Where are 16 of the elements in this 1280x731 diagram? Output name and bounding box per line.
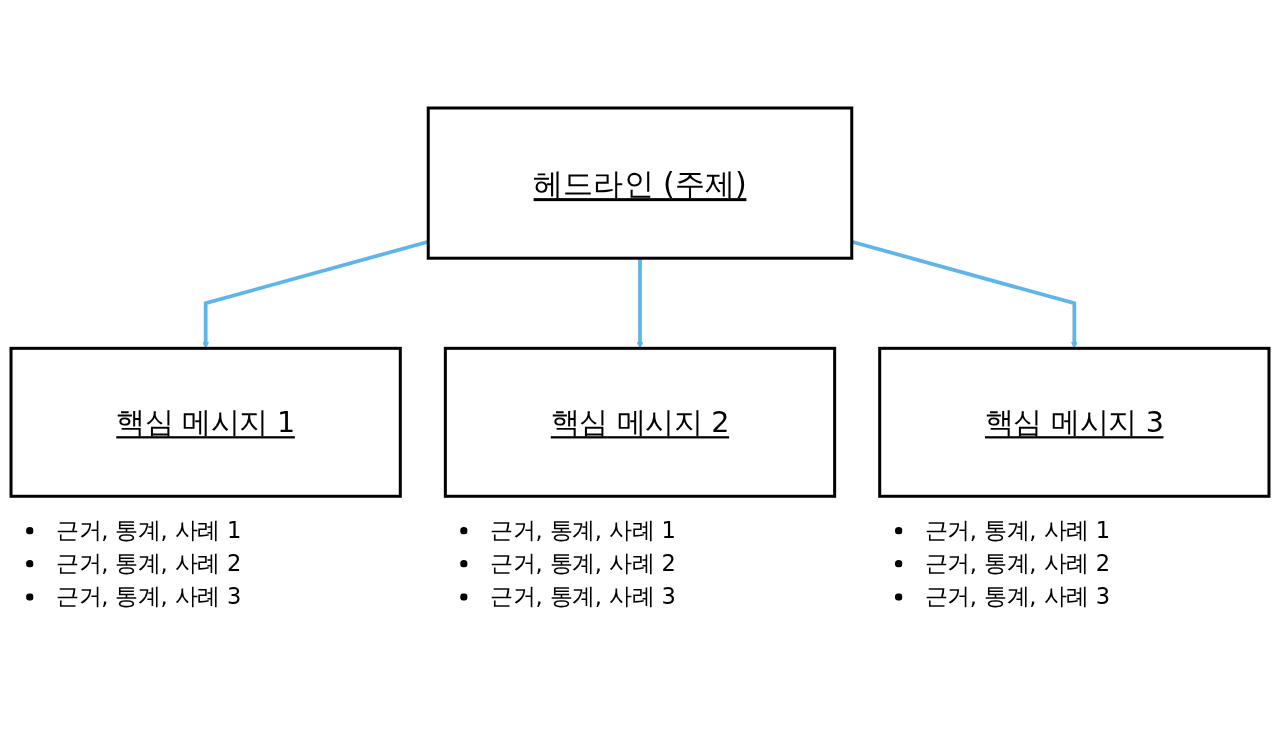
node-box: 핵심 메시지 2 <box>443 347 837 499</box>
bullet-text: 근거, 통계, 사례 2 <box>56 549 242 579</box>
node-box: 핵심 메시지 1 <box>9 347 402 499</box>
arrow <box>851 240 1078 349</box>
bullet-text: 근거, 통계, 사례 1 <box>924 516 1111 546</box>
node-box: 헤드라인 (주제) <box>426 106 854 260</box>
bullet-text: 근거, 통계, 사례 3 <box>56 582 242 612</box>
arrow <box>202 240 429 349</box>
bullet-text: 근거, 통계, 사례 2 <box>924 549 1111 579</box>
bullet-text: 근거, 통계, 사례 1 <box>490 516 676 546</box>
bullet-text: 근거, 통계, 사례 3 <box>490 582 676 612</box>
node-box: 핵심 메시지 3 <box>878 347 1271 499</box>
arrow <box>636 258 644 349</box>
bullet-text: 근거, 통계, 사례 3 <box>924 582 1111 612</box>
bullet-text: 근거, 통계, 사례 2 <box>490 549 676 579</box>
bullet-text: 근거, 통계, 사례 1 <box>56 516 242 546</box>
